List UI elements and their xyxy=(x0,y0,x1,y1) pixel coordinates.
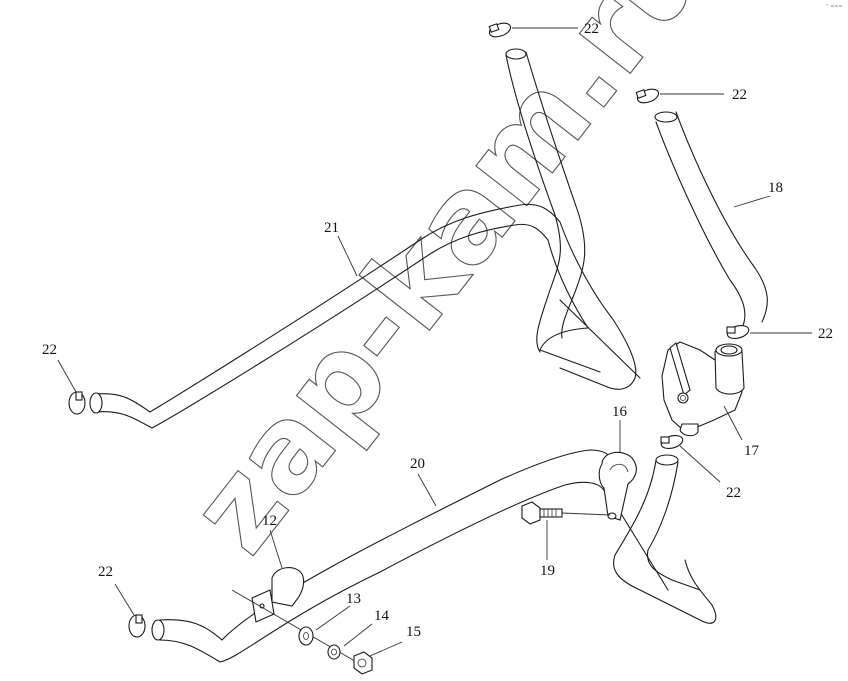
clamp-22-bottom-left xyxy=(128,614,146,638)
leader-lines xyxy=(57,27,812,657)
label-16: 16 xyxy=(612,404,628,420)
label-20: 20 xyxy=(410,456,425,472)
label-22-upper-right: 22 xyxy=(732,87,747,103)
label-22-bottom-left: 22 xyxy=(98,564,113,580)
corner-mark: ° === xyxy=(826,4,843,10)
hose-lower-right xyxy=(613,454,717,624)
label-22-left: 22 xyxy=(42,342,57,358)
hose-18 xyxy=(654,111,768,329)
washer-13 xyxy=(298,626,314,646)
label-14: 14 xyxy=(374,608,390,624)
label-22-top: 22 xyxy=(584,21,599,37)
nut-15 xyxy=(353,651,373,675)
clamp-22-valve-bottom xyxy=(660,434,684,450)
clamp-22-top xyxy=(488,22,512,38)
bracket-16 xyxy=(598,451,637,521)
valve-17 xyxy=(661,341,745,437)
clamp-22-upper-right xyxy=(635,88,660,104)
clamp-22-left xyxy=(68,391,86,415)
label-17: 17 xyxy=(744,443,760,459)
label-22-valve-bottom: 22 xyxy=(726,485,741,501)
washer-14 xyxy=(327,644,341,660)
label-18: 18 xyxy=(768,180,783,196)
bracket-12 xyxy=(231,567,361,665)
hose-upper-vertical xyxy=(505,48,641,379)
label-21: 21 xyxy=(324,220,339,236)
label-13: 13 xyxy=(346,591,361,607)
hose-20 xyxy=(151,449,614,663)
hose-21-end xyxy=(89,392,103,414)
hose-21 xyxy=(89,203,637,429)
label-19: 19 xyxy=(540,563,555,579)
label-12: 12 xyxy=(262,513,277,529)
label-15: 15 xyxy=(406,624,421,640)
clamp-22-valve-top xyxy=(726,324,750,340)
label-22-valve-top: 22 xyxy=(818,326,833,342)
part-labels: 22 22 22 22 22 22 21 20 18 17 16 19 12 1… xyxy=(42,21,833,640)
bolt-19 xyxy=(521,501,611,525)
